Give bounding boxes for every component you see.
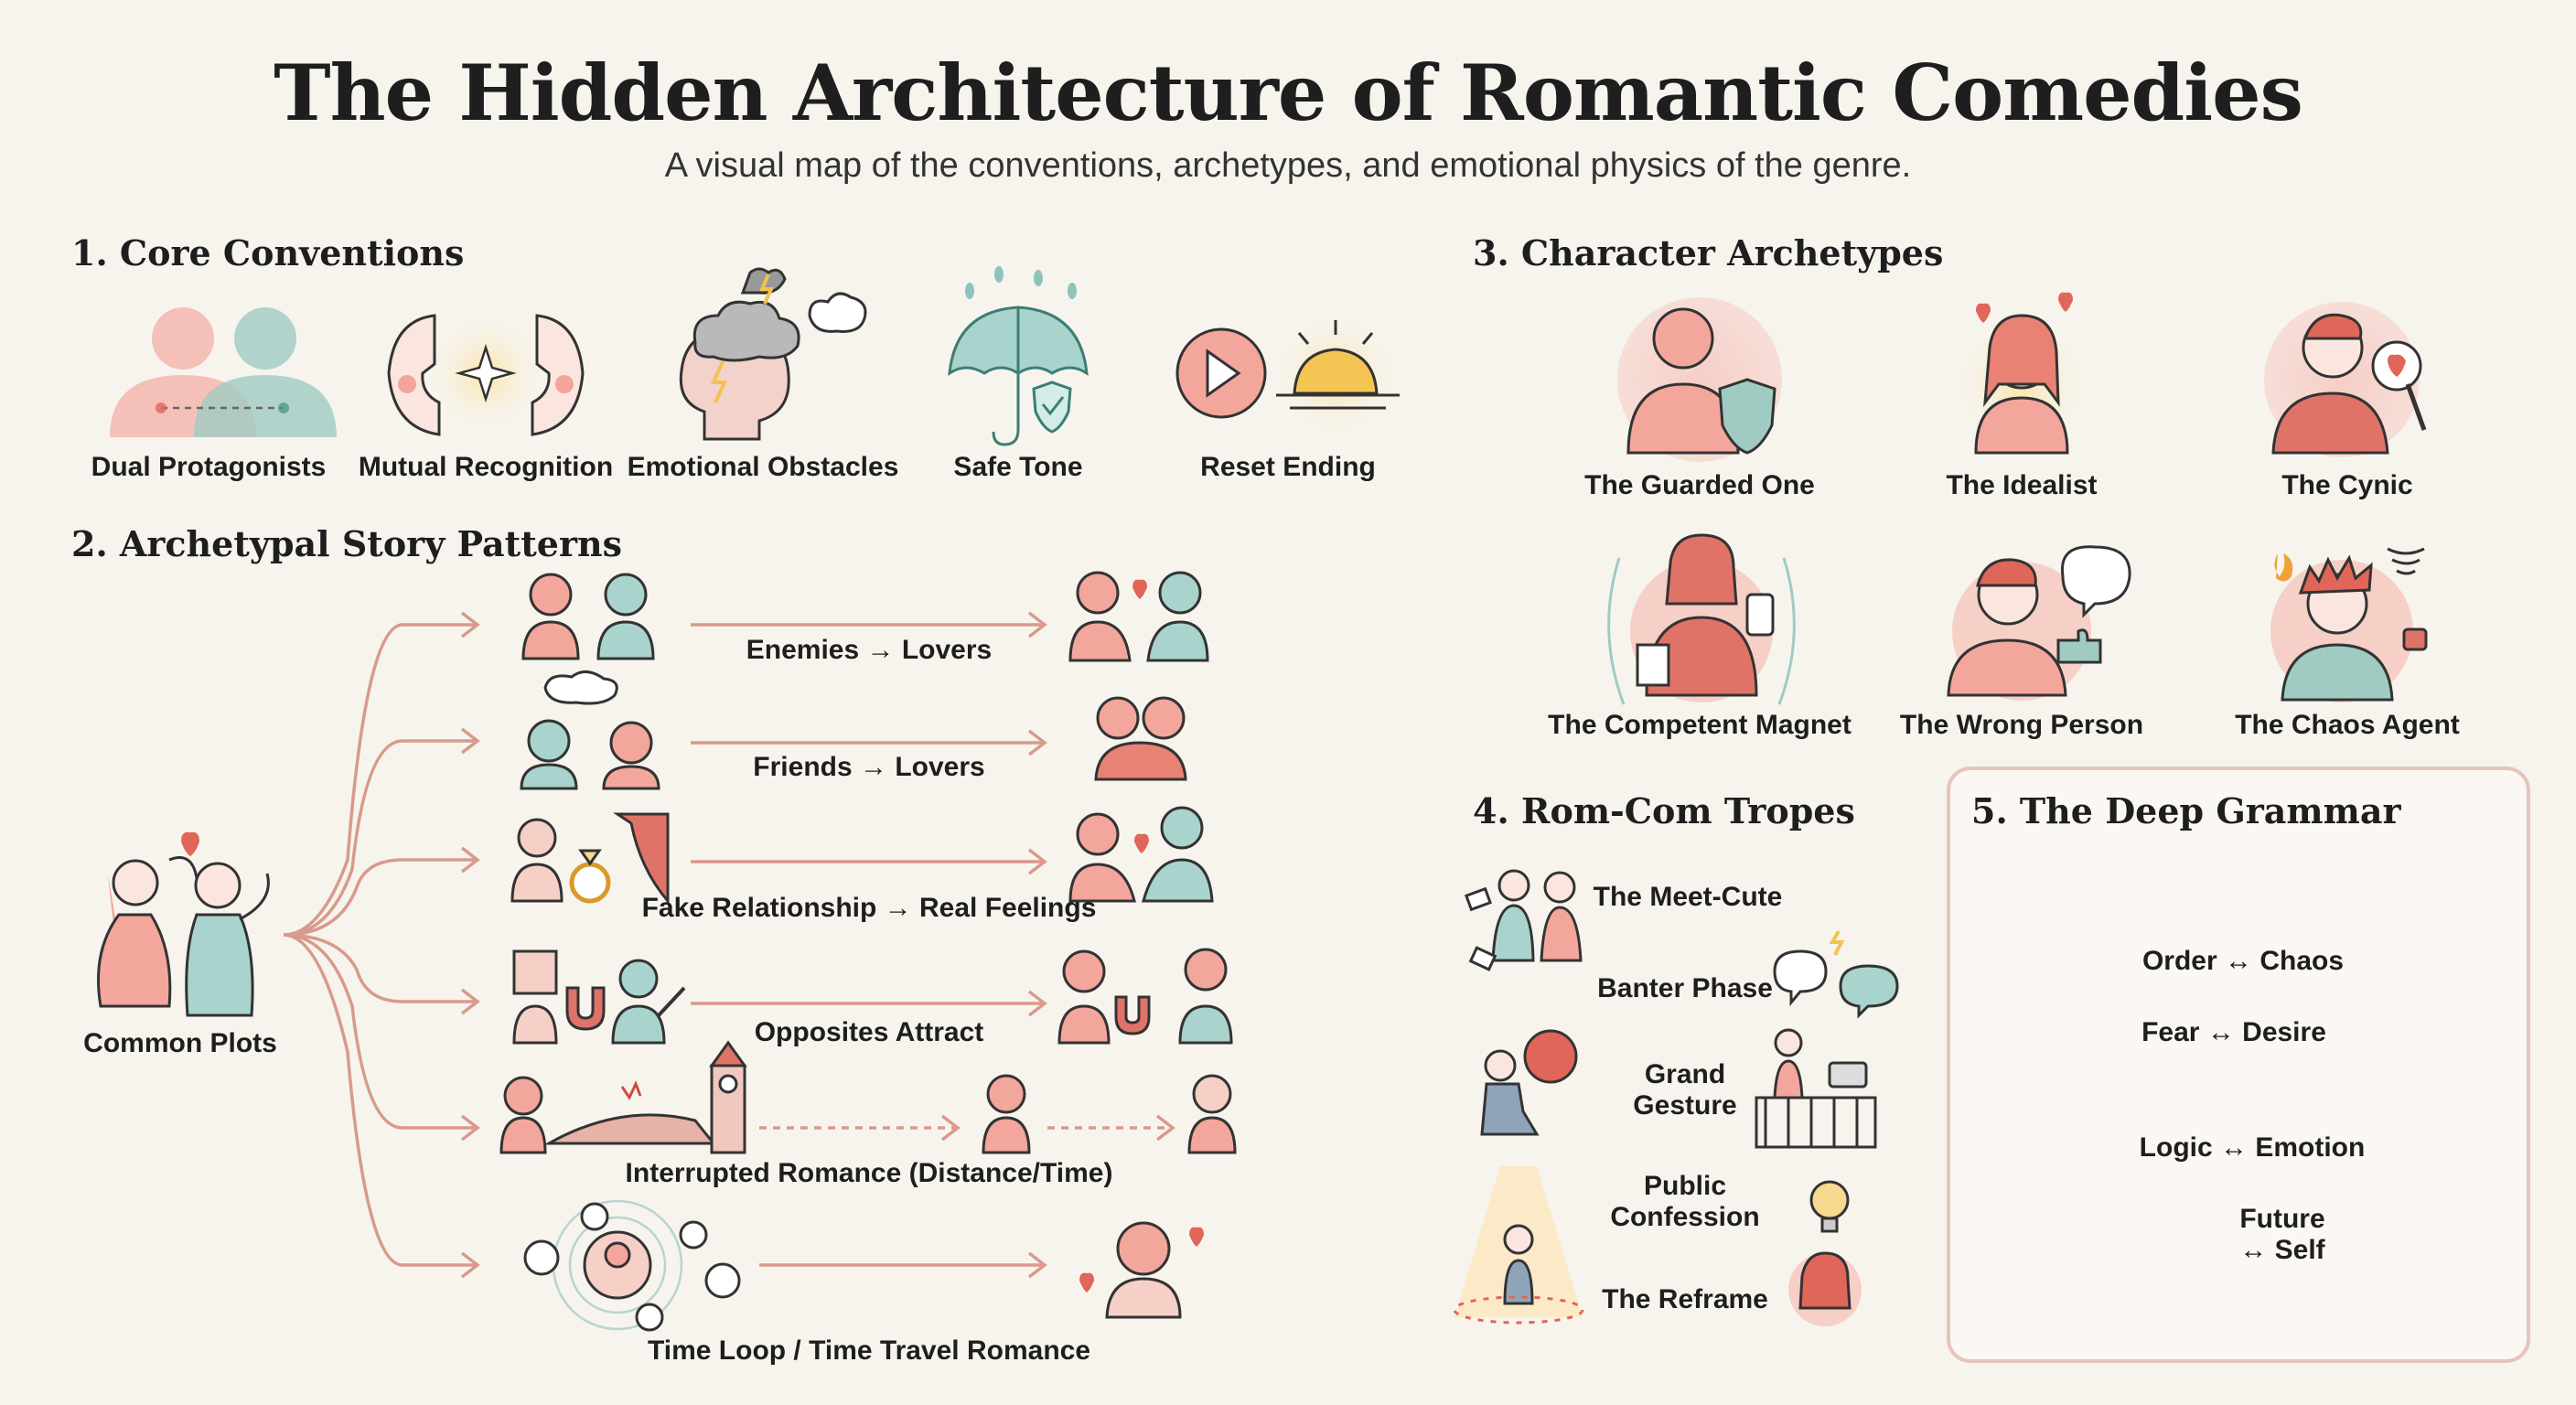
enemies-icon [521, 573, 655, 660]
section-grammar-title: 5. The Deep Grammar [1971, 790, 2401, 831]
core-label-safe-tone: Safe Tone [953, 452, 1083, 482]
bridge-clocktower-icon [499, 1040, 747, 1154]
trope-label-public-confession-line2: Confession [1610, 1202, 1760, 1232]
hugging-icon [1094, 696, 1187, 781]
chaos-agent-figure [2270, 547, 2428, 702]
trope-label-banter-phase: Banter Phase [1597, 973, 1773, 1003]
section-patterns-title: 2. Archetypal Story Patterns [71, 523, 623, 564]
trope-label-meet-cute: The Meet-Cute [1593, 882, 1783, 912]
ring-curtain-icon [510, 812, 670, 906]
pattern-label-fake-relationship: Fake Relationship → Real Feelings [641, 893, 1097, 923]
umbrella-shield-icon [948, 266, 1089, 446]
pattern-label-opposites-attract: Opposites Attract [754, 1017, 984, 1047]
common-plots-icon [97, 831, 270, 1017]
archetype-label-chaos-agent: The Chaos Agent [2235, 710, 2460, 740]
spotlight-confession-icon [1453, 1166, 1850, 1325]
section-tropes-title: 4. Rom-Com Tropes [1473, 790, 1855, 831]
magnet-attract-icon [1057, 948, 1233, 1045]
friends-icon [520, 670, 660, 790]
archetype-label-guarded-one: The Guarded One [1584, 470, 1815, 500]
idealist-figure [1948, 292, 2095, 457]
pattern-label-enemies-lovers: Enemies → Lovers [746, 635, 993, 665]
grammar-label-future-self-line2: ↔ Self [2239, 1235, 2325, 1265]
plot-tree-branches [283, 611, 1175, 1279]
distance-figures-icon [982, 1074, 1237, 1154]
trope-label-grand-gesture-line1: Grand [1644, 1059, 1726, 1089]
speech-bubbles-icon [1773, 929, 1899, 1019]
pattern-label-time-loop: Time Loop / Time Travel Romance [647, 1335, 1091, 1366]
deep-grammar-panel [1947, 767, 2530, 1363]
grand-gesture-icon [1480, 1028, 1877, 1149]
grammar-label-logic-emotion: Logic ↔ Emotion [2139, 1132, 2366, 1163]
grammar-label-order-chaos: Order ↔ Chaos [2141, 946, 2345, 976]
competent-magnet-figure [1607, 533, 1796, 705]
page-subtitle: A visual map of the conventions, archety… [664, 146, 1912, 185]
grammar-label-future-self-line1: Future [2239, 1204, 2325, 1234]
core-label-emotional-obstacles: Emotional Obstacles [627, 452, 899, 482]
archetype-label-wrong-person: The Wrong Person [1899, 710, 2144, 740]
wrong-person-figure [1947, 545, 2131, 701]
grammar-label-fear-desire: Fear ↔ Desire [2141, 1017, 2326, 1047]
magnet-opposites-icon [512, 949, 686, 1045]
cynic-figure [2264, 302, 2427, 457]
section-archetypes-title: 3. Character Archetypes [1473, 232, 1944, 273]
play-sunrise-icon [1175, 307, 1403, 443]
trope-label-reframe: The Reframe [1602, 1284, 1768, 1314]
archetype-label-cynic: The Cynic [2281, 470, 2413, 500]
trope-label-grand-gesture: Grand Gesture [1633, 1059, 1736, 1121]
smiling-man-heart-icon [1079, 1221, 1204, 1319]
trope-label-public-confession: Public Confession [1610, 1171, 1759, 1233]
time-loop-clocks-icon [523, 1199, 741, 1332]
guarded-one-figure [1617, 297, 1782, 462]
core-label-reset-ending: Reset Ending [1200, 452, 1376, 482]
trope-label-grand-gesture-line2: Gesture [1633, 1090, 1737, 1121]
page-title: The Hidden Architecture of Romantic Come… [274, 48, 2303, 138]
meet-cute-icon [1465, 869, 1583, 971]
storm-cloud-head-icon [679, 267, 867, 441]
archetype-label-idealist: The Idealist [1946, 470, 2098, 500]
core-label-dual-protagonists: Dual Protagonists [91, 452, 327, 482]
trope-label-public-confession-line1: Public [1643, 1171, 1727, 1201]
lovers-holding-hands-icon [1068, 571, 1209, 662]
reframe-face-icon [1788, 1251, 1862, 1326]
core-label-mutual-recognition: Mutual Recognition [358, 452, 614, 482]
section-core-title: 1. Core Conventions [71, 232, 465, 273]
pattern-label-friends-lovers: Friends → Lovers [753, 752, 985, 782]
archetype-label-competent-magnet: The Competent Magnet [1548, 710, 1852, 740]
patterns-root-label: Common Plots [83, 1028, 277, 1058]
pattern-label-interrupted-romance: Interrupted Romance (Distance/Time) [625, 1158, 1113, 1188]
dual-protagonists-icon [110, 307, 337, 437]
grammar-label-future-self: Future ↔ Self [2239, 1204, 2324, 1266]
mutual-recognition-icon [387, 309, 585, 437]
couple-holding-hands-icon [1068, 806, 1214, 903]
